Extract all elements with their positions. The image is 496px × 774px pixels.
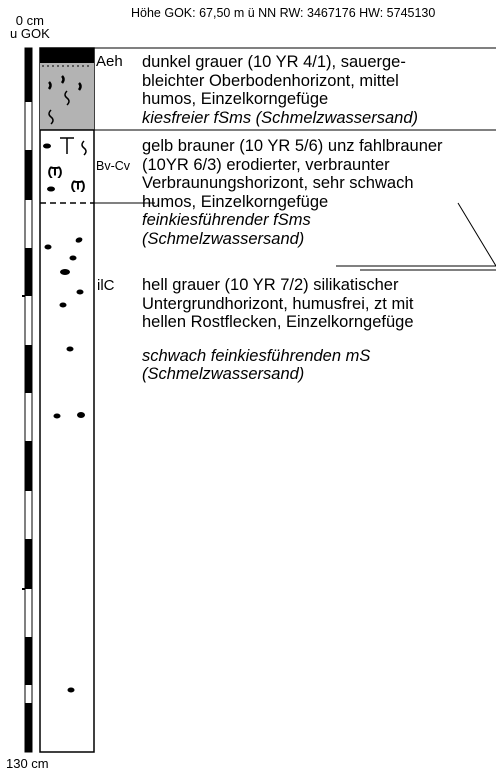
bvcv-desc-line-4: humos, Einzelkorngefüge xyxy=(142,192,329,211)
profile-column xyxy=(39,47,95,753)
bvcv-desc-line-2: (10YR 6/3) erodierter, verbraunter xyxy=(142,155,390,174)
depth-scale-bar xyxy=(22,47,33,753)
horizon-code-bvcv: Bv-Cv xyxy=(96,159,131,173)
ilc-desc-line-2: Untergrundhorizont, humusfrei, zt mit xyxy=(142,294,414,313)
ilc-substrate-line-2: (Schmelzwassersand) xyxy=(142,365,305,383)
aeh-desc-line-2: bleichter Oberbodenhorizont, mittel xyxy=(142,71,399,90)
depth-top-value: 0 cm xyxy=(15,13,44,28)
header-coordinates: Höhe GOK: 67,50 m ü NN RW: 3467176 HW: 5… xyxy=(131,6,436,20)
ilc-spacer xyxy=(142,332,414,347)
aeh-substrate: kiesfreier fSms (Schmelzwassersand) xyxy=(142,108,418,127)
description-ilc: hell grauer (10 YR 7/2) silikatischer Un… xyxy=(142,276,414,384)
aeh-desc-line-3: humos, Einzelkorngefüge xyxy=(142,90,329,108)
bvcv-desc-line-3: Verbraunungshorizont, sehr schwach xyxy=(142,174,414,192)
ilc-substrate-line-1: schwach feinkiesführenden mS xyxy=(142,346,371,365)
ilc-gravel-symbols xyxy=(44,237,85,693)
bvcv-symbols: (T) (T) xyxy=(43,137,87,193)
horizon-code-aeh: Aeh xyxy=(96,53,123,70)
ilc-desc-line-3: hellen Rostflecken, Einzelkorngefüge xyxy=(142,313,414,331)
description-aeh: dunkel grauer (10 YR 4/1), sauerge- blei… xyxy=(142,53,418,127)
bvcv-desc-line-1: gelb brauner (10 YR 5/6) unz fahlbrauner xyxy=(142,137,443,155)
horizon-code-ilc: ilC xyxy=(97,277,115,294)
aeh-desc-line-1: dunkel grauer (10 YR 4/1), sauerge- xyxy=(142,53,406,71)
bv-marker-1: (T) xyxy=(48,166,62,178)
depth-bottom-label: 130 cm xyxy=(6,756,49,771)
depth-top-label: 0 cm u GOK xyxy=(10,14,50,40)
bvcv-substrate-line-1: feinkiesführender fSms xyxy=(142,211,311,229)
aeh-humus-symbols xyxy=(42,65,92,125)
ilc-desc-line-1: hell grauer (10 YR 7/2) silikatischer xyxy=(142,276,399,294)
description-bvcv: gelb brauner (10 YR 5/6) unz fahlbrauner… xyxy=(142,137,443,248)
depth-top-unit: u GOK xyxy=(10,26,50,41)
bv-marker-2: (T) xyxy=(71,180,85,192)
bvcv-substrate-line-2: (Schmelzwassersand) xyxy=(142,229,305,248)
